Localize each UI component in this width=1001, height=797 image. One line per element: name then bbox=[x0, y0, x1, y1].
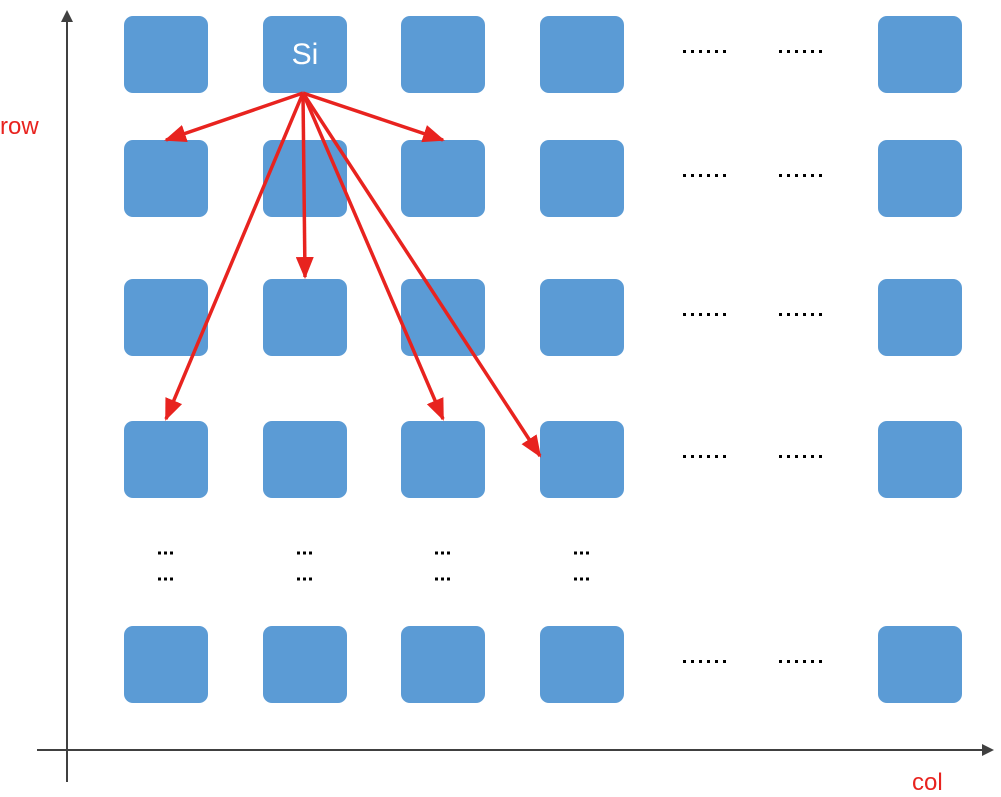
h-ellipsis-left-r3 bbox=[683, 313, 726, 316]
h-ellipsis-right-r6 bbox=[779, 660, 822, 663]
h-ellipsis-left-r6 bbox=[683, 660, 726, 663]
ellipsis-dots bbox=[158, 50, 822, 663]
grid-cell-r1-c3 bbox=[401, 16, 485, 93]
grid-cells bbox=[124, 16, 962, 703]
h-ellipsis-right-r2 bbox=[779, 174, 822, 177]
arrow-to-r4-c3 bbox=[301, 92, 445, 421]
grid-cell-r1-c1 bbox=[124, 16, 208, 93]
h-ellipsis-right-r1 bbox=[779, 50, 822, 53]
v-ellipsis-bottom-c4 bbox=[574, 577, 589, 581]
grid-cell-r4-c4 bbox=[540, 421, 624, 498]
v-ellipsis-top-c3 bbox=[435, 551, 450, 555]
h-ellipsis-right-r4 bbox=[779, 455, 822, 458]
v-ellipsis-top-c2 bbox=[297, 551, 312, 555]
arrow-to-r2-c1 bbox=[164, 91, 304, 143]
grid-cell-r2-c7 bbox=[878, 140, 962, 217]
grid-cell-r1-c7 bbox=[878, 16, 962, 93]
grid-cell-r2-c4 bbox=[540, 140, 624, 217]
v-ellipsis-bottom-c2 bbox=[297, 577, 312, 581]
grid-cell-r3-c1 bbox=[124, 279, 208, 356]
grid-cell-r6-c4 bbox=[540, 626, 624, 703]
arrow-to-r4-c4 bbox=[301, 92, 542, 458]
arrow-to-r3-c2 bbox=[295, 92, 314, 279]
grid-cell-r3-c7 bbox=[878, 279, 962, 356]
grid-cell-r4-c3 bbox=[401, 421, 485, 498]
grid-cell-r3-c3 bbox=[401, 279, 485, 356]
v-ellipsis-bottom-c1 bbox=[158, 577, 173, 581]
grid-cell-r6-c7 bbox=[878, 626, 962, 703]
grid-cell-r6-c2 bbox=[263, 626, 347, 703]
row-axis-label: row bbox=[0, 113, 39, 140]
grid-cell-r1-c4 bbox=[540, 16, 624, 93]
grid-cell-r6-c3 bbox=[401, 626, 485, 703]
h-ellipsis-left-r2 bbox=[683, 174, 726, 177]
grid-cell-r4-c1 bbox=[124, 421, 208, 498]
grid-cell-r2-c3 bbox=[401, 140, 485, 217]
h-ellipsis-left-r4 bbox=[683, 455, 726, 458]
v-ellipsis-bottom-c3 bbox=[435, 577, 450, 581]
grid-cell-r3-c4 bbox=[540, 279, 624, 356]
grid-cell-r4-c2 bbox=[263, 421, 347, 498]
grid-cell-r6-c1 bbox=[124, 626, 208, 703]
v-ellipsis-top-c1 bbox=[158, 551, 173, 555]
arrow-to-r4-c1 bbox=[164, 92, 305, 421]
source-cell-label: Si bbox=[292, 38, 319, 71]
grid-cell-r2-c1 bbox=[124, 140, 208, 217]
grid-cell-r1-c2 bbox=[263, 16, 347, 93]
arrow-to-r2-c3 bbox=[302, 91, 445, 143]
grid-cell-r4-c7 bbox=[878, 421, 962, 498]
h-ellipsis-right-r3 bbox=[779, 313, 822, 316]
col-axis-label: col bbox=[912, 769, 943, 796]
h-ellipsis-left-r1 bbox=[683, 50, 726, 53]
v-ellipsis-top-c4 bbox=[574, 551, 589, 555]
grid-cell-r3-c2 bbox=[263, 279, 347, 356]
dependency-arrows bbox=[164, 91, 542, 458]
